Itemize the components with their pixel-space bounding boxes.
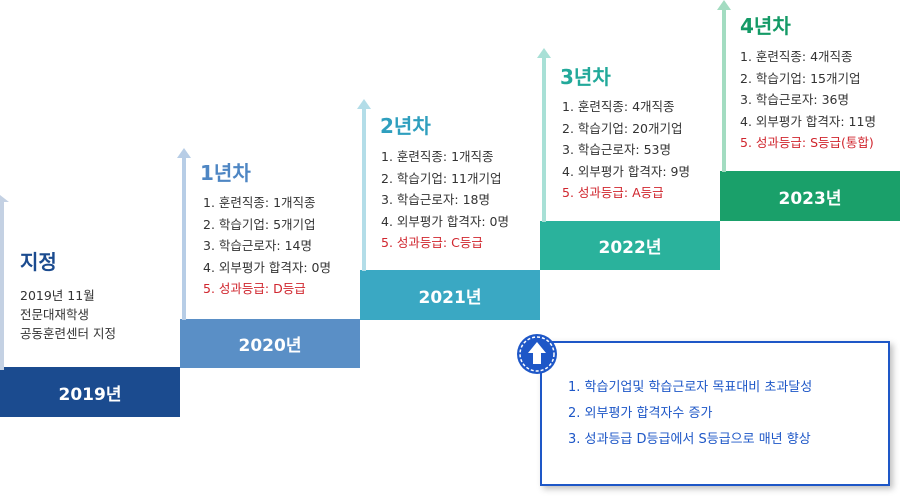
- stage-title-2021: 2년차: [380, 114, 431, 138]
- list-item-grade: 5. 성과등급: D등급: [203, 281, 306, 296]
- stair-year-label: 2022년: [598, 238, 662, 258]
- stage-items-2020: 1. 훈련직종: 1개직종 2. 학습기업: 5개기업 3. 학습근로자: 14…: [203, 192, 331, 300]
- arrow-up-icon: [717, 0, 731, 172]
- stage-title-2020: 1년차: [200, 161, 251, 185]
- stair-2019: 2019년: [0, 367, 180, 417]
- list-item: 3. 학습근로자: 36명: [740, 92, 849, 107]
- stage-title-2019: 지정: [20, 250, 57, 274]
- list-item: 1. 훈련직종: 4개직종: [562, 99, 675, 114]
- list-item: 1. 훈련직종: 1개직종: [203, 195, 316, 210]
- arrow-up-icon: [177, 148, 191, 320]
- summary-list: 1. 학습기업및 학습근로자 목표대비 초과달성 2. 외부평가 합격자수 증가…: [568, 375, 812, 453]
- list-item: 4. 외부평가 합격자: 0명: [381, 213, 510, 229]
- note-line: 공동훈련센터 지정: [20, 326, 116, 341]
- list-item-grade: 5. 성과등급: C등급: [381, 235, 483, 250]
- stage-items-2021: 1. 훈련직종: 1개직종 2. 학습기업: 11개기업 3. 학습근로자: 1…: [381, 146, 509, 254]
- list-item: 4. 외부평가 합격자: 9명: [562, 163, 691, 179]
- stage-items-2023: 1. 훈련직종: 4개직종 2. 학습기업: 15개기업 3. 학습근로자: 3…: [740, 46, 876, 154]
- list-item-grade: 5. 성과등급: S등급(통합): [740, 135, 874, 150]
- stair-2023: 2023년: [720, 171, 900, 221]
- note-line: 전문대재학생: [20, 307, 90, 322]
- summary-item: 1. 학습기업및 학습근로자 목표대비 초과달성: [568, 380, 813, 395]
- summary-box: 1. 학습기업및 학습근로자 목표대비 초과달성 2. 외부평가 합격자수 증가…: [540, 341, 890, 486]
- list-item-grade: 5. 성과등급: A등급: [562, 185, 664, 200]
- stage-title-2023: 4년차: [740, 14, 791, 38]
- list-item: 2. 학습기업: 11개기업: [381, 170, 502, 186]
- stair-year-label: 2023년: [778, 188, 842, 209]
- summary-item: 2. 외부평가 합격자수 증가: [568, 406, 713, 421]
- arrow-up-icon: [0, 195, 9, 370]
- list-item: 3. 학습근로자: 14명: [203, 238, 312, 253]
- list-item: 1. 훈련직종: 4개직종: [740, 49, 853, 64]
- list-item: 3. 학습근로자: 53명: [562, 142, 671, 157]
- summary-item: 3. 성과등급 D등급에서 S등급으로 매년 향상: [568, 432, 811, 447]
- stage-title-2022: 3년차: [560, 65, 611, 89]
- stage-items-2022: 1. 훈련직종: 4개직종 2. 학습기업: 20개기업 3. 학습근로자: 5…: [562, 96, 690, 204]
- stair-year-label: 2020년: [238, 336, 302, 356]
- arrow-up-icon: [357, 99, 371, 271]
- list-item: 4. 외부평가 합격자: 0명: [203, 259, 332, 275]
- stair-2020: 2020년: [180, 319, 360, 368]
- stair-year-label: 2019년: [58, 384, 122, 405]
- up-arrow-badge-icon: [517, 334, 557, 374]
- list-item: 2. 학습기업: 15개기업: [740, 70, 861, 86]
- list-item: 1. 훈련직종: 1개직종: [381, 149, 494, 164]
- list-item: 2. 학습기업: 5개기업: [203, 216, 316, 232]
- arrow-up-icon: [537, 48, 551, 222]
- list-item: 2. 학습기업: 20개기업: [562, 120, 683, 136]
- stair-2022: 2022년: [540, 221, 720, 270]
- stair-year-label: 2021년: [418, 287, 482, 308]
- stair-2021: 2021년: [360, 270, 540, 320]
- stage-note-2019: 2019년 11월 전문대재학생 공동훈련센터 지정: [20, 286, 116, 343]
- note-line: 2019년 11월: [20, 288, 95, 303]
- list-item: 4. 외부평가 합격자: 11명: [740, 113, 876, 129]
- list-item: 3. 학습근로자: 18명: [381, 192, 490, 207]
